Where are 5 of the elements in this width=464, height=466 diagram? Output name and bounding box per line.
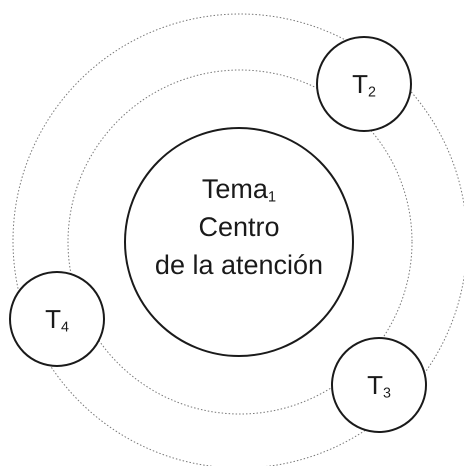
topic-label: T$_{3}$ [367,368,391,404]
topic-description: Centro de la atención [154,211,324,282]
topic-label: Tema$_{1}$ [202,173,276,208]
topic-label: T$_{4}$ [45,302,69,338]
topic-label: T$_{2}$ [352,68,376,102]
